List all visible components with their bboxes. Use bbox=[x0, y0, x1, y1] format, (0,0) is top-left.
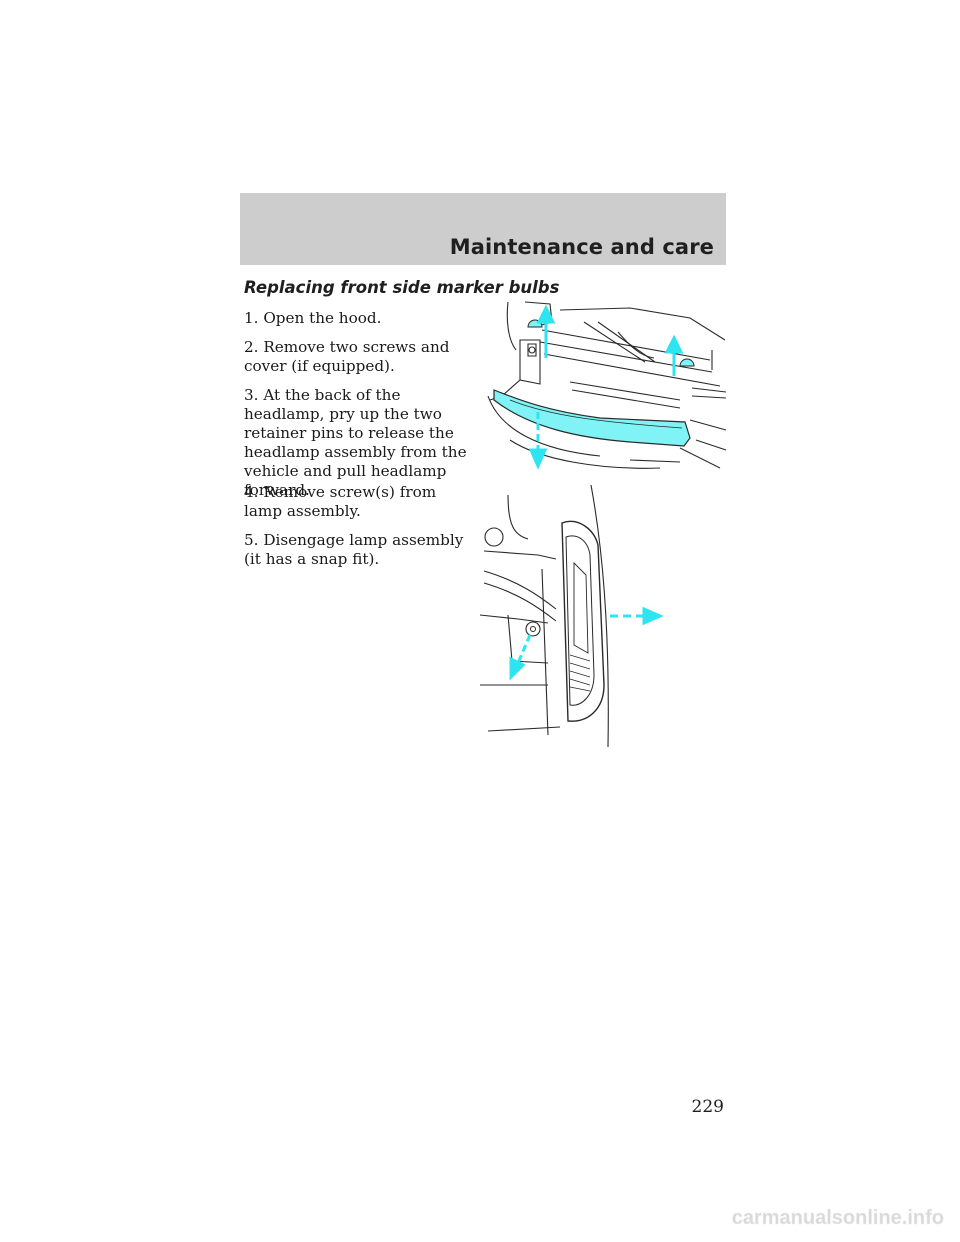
svg-text:carmanualsonline.info: carmanualsonline.info bbox=[732, 1207, 944, 1229]
instruction-step: 1. Open the hood. bbox=[244, 309, 382, 327]
side-marker-lamp-illustration bbox=[479, 485, 664, 748]
headlamp-removal-illustration bbox=[487, 301, 727, 470]
instruction-step: 4. Remove screw(s) from lamp assembly. bbox=[244, 483, 437, 520]
page-number: 229 bbox=[691, 1097, 724, 1117]
instruction-steps-part1: 1. Open the hood. 2. Remove two screws a… bbox=[244, 309, 470, 510]
section-heading: Replacing front side marker bulbs bbox=[244, 278, 560, 297]
instruction-step: 2. Remove two screws and cover (if equip… bbox=[244, 338, 450, 375]
section-header-band: Maintenance and care bbox=[240, 193, 726, 265]
instruction-step: 5. Disengage lamp assembly (it has a sna… bbox=[244, 531, 464, 568]
watermark-logo: carmanualsonline.info bbox=[731, 1207, 944, 1230]
instruction-step: 3. At the back of the headlamp, pry up t… bbox=[244, 386, 467, 499]
instruction-steps-part2: 4. Remove screw(s) from lamp assembly. 5… bbox=[244, 483, 470, 579]
section-header-title: Maintenance and care bbox=[449, 235, 714, 259]
